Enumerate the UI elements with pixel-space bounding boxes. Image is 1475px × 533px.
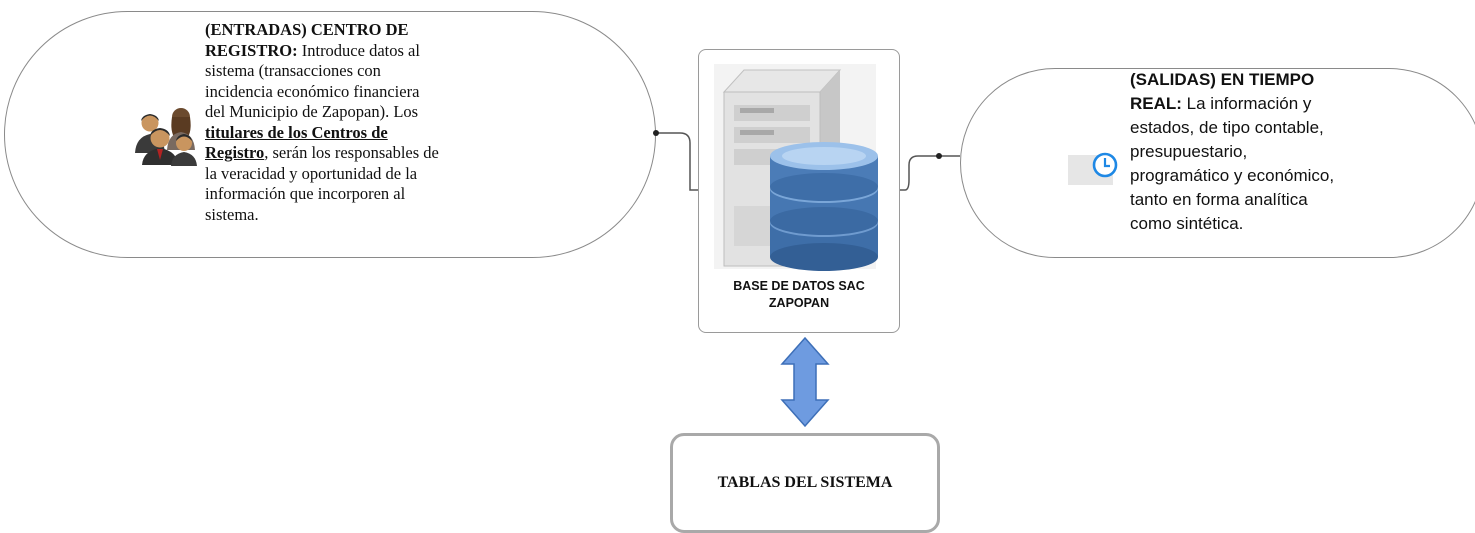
salidas-text: (SALIDAS) EN TIEMPO REAL: La información… [1130,68,1380,236]
database-caption-line: BASE DE DATOS SAC [733,279,865,293]
database-caption: BASE DE DATOS SAC ZAPOPAN [698,278,900,312]
left-connector-dot [653,130,659,136]
salidas-line: tanto en forma analítica [1130,190,1308,209]
left-connector [656,132,698,191]
database-caption-line: ZAPOPAN [768,296,830,310]
entradas-line: del Municipio de Zapopan). Los [205,102,419,121]
entradas-line: sistema. [205,204,259,224]
entradas-line: la veracidad y oportunidad de la [205,163,418,183]
salidas-line: La información y [1181,94,1312,113]
entradas-title: (ENTRADAS) CENTRO DE [205,20,409,39]
database-server-icon [714,64,878,271]
scheduled-document-icon [1068,152,1118,185]
salidas-line: presupuestario, [1130,142,1248,161]
entradas-line: sistema (transacciones con [205,61,381,80]
entradas-title-2: REGISTRO: [205,40,298,60]
people-group-icon [135,108,197,166]
salidas-line: programático y económico, [1130,166,1335,185]
salidas-title: (SALIDAS) EN TIEMPO [1130,70,1315,89]
bidirectional-arrow-icon [780,336,830,428]
entradas-line: Introduce datos al [297,40,420,60]
right-connector [900,155,960,191]
entradas-line: incidencia económico financiera [205,81,420,101]
entradas-emphasis: titulares de los Centros de [205,122,388,142]
salidas-line: estados, de tipo contable, [1130,118,1324,137]
salidas-title-2: REAL: [1130,94,1182,113]
entradas-line: información que incorporen al [205,184,406,203]
entradas-text: (ENTRADAS) CENTRO DE REGISTRO: Introduce… [205,20,525,225]
entradas-line: , serán los responsables de [264,143,439,162]
tablas-label: TABLAS DEL SISTEMA [717,474,893,491]
entradas-node [4,11,656,258]
entradas-emphasis: Registro [205,143,265,162]
salidas-line: como sintética. [1130,214,1244,233]
salidas-node [960,68,1475,258]
right-connector-dot [936,153,942,159]
